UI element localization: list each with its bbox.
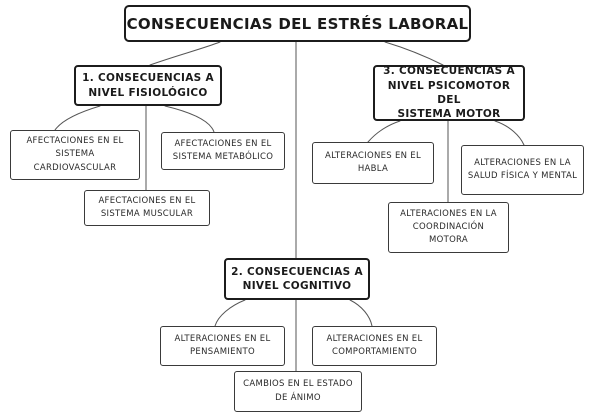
leaf-cardiovascular-box: AFECTACIONES EN EL SISTEMA CARDIOVASCULA… (10, 130, 140, 180)
connector-psicomotor-to-salud (494, 120, 525, 146)
category-fisiologico-box: 1. CONSECUENCIAS A NIVEL FISIOLÓGICO (74, 65, 222, 106)
leaf-metabolico-label: AFECTACIONES EN EL SISTEMA METABÓLICO (172, 138, 274, 162)
connector-title-to-fisiologico (149, 41, 221, 66)
leaf-animo-box: CAMBIOS EN EL ESTADO DE ÁNIMO (234, 371, 362, 412)
category-fisiologico-label: 1. CONSECUENCIAS A NIVEL FISIOLÓGICO (82, 72, 214, 99)
leaf-salud-label: ALTERACIONES EN LA SALUD FÍSICA Y MENTAL (467, 157, 578, 181)
connector-cognitivo-to-pensamiento (214, 299, 246, 327)
leaf-comportamiento-label: ALTERACIONES EN EL COMPORTAMIENTO (326, 333, 423, 357)
leaf-coordinacion-box: ALTERACIONES EN LA COORDINACIÓN MOTORA (388, 202, 509, 253)
leaf-muscular-box: AFECTACIONES EN EL SISTEMA MUSCULAR (84, 190, 210, 226)
leaf-habla-label: ALTERACIONES EN EL HABLA (324, 150, 422, 174)
category-cognitivo-label: 2. CONSECUENCIAS A NIVEL COGNITIVO (231, 265, 363, 292)
category-cognitivo-box: 2. CONSECUENCIAS A NIVEL COGNITIVO (224, 258, 370, 300)
connector-fisiologico-to-metabolico (164, 105, 215, 133)
connector-cognitivo-to-comportamiento (349, 299, 373, 327)
leaf-metabolico-box: AFECTACIONES EN EL SISTEMA METABÓLICO (161, 132, 285, 170)
leaf-salud-box: ALTERACIONES EN LA SALUD FÍSICA Y MENTAL (461, 145, 584, 195)
connector-psicomotor-to-habla (367, 120, 401, 143)
leaf-muscular-label: AFECTACIONES EN EL SISTEMA MUSCULAR (98, 195, 196, 219)
diagram-title-box: CONSECUENCIAS DEL ESTRÉS LABORAL (124, 5, 471, 42)
connector-fisiologico-to-cardiovascular (54, 105, 101, 131)
category-psicomotor-box: 3. CONSECUENCIAS A NIVEL PSICOMOTOR DEL … (373, 65, 525, 121)
leaf-habla-box: ALTERACIONES EN EL HABLA (312, 142, 434, 184)
leaf-comportamiento-box: ALTERACIONES EN EL COMPORTAMIENTO (312, 326, 437, 366)
leaf-cardiovascular-label: AFECTACIONES EN EL SISTEMA CARDIOVASCULA… (26, 136, 124, 173)
connector-title-to-psicomotor (384, 41, 444, 66)
leaf-coordinacion-label: ALTERACIONES EN LA COORDINACIÓN MOTORA (400, 208, 497, 246)
leaf-pensamiento-label: ALTERACIONES EN EL PENSAMIENTO (174, 333, 271, 357)
category-psicomotor-label: 3. CONSECUENCIAS A NIVEL PSICOMOTOR DEL … (383, 65, 515, 121)
leaf-animo-label: CAMBIOS EN EL ESTADO DE ÁNIMO (243, 379, 353, 403)
diagram-title: CONSECUENCIAS DEL ESTRÉS LABORAL (126, 14, 469, 33)
leaf-pensamiento-box: ALTERACIONES EN EL PENSAMIENTO (160, 326, 285, 366)
